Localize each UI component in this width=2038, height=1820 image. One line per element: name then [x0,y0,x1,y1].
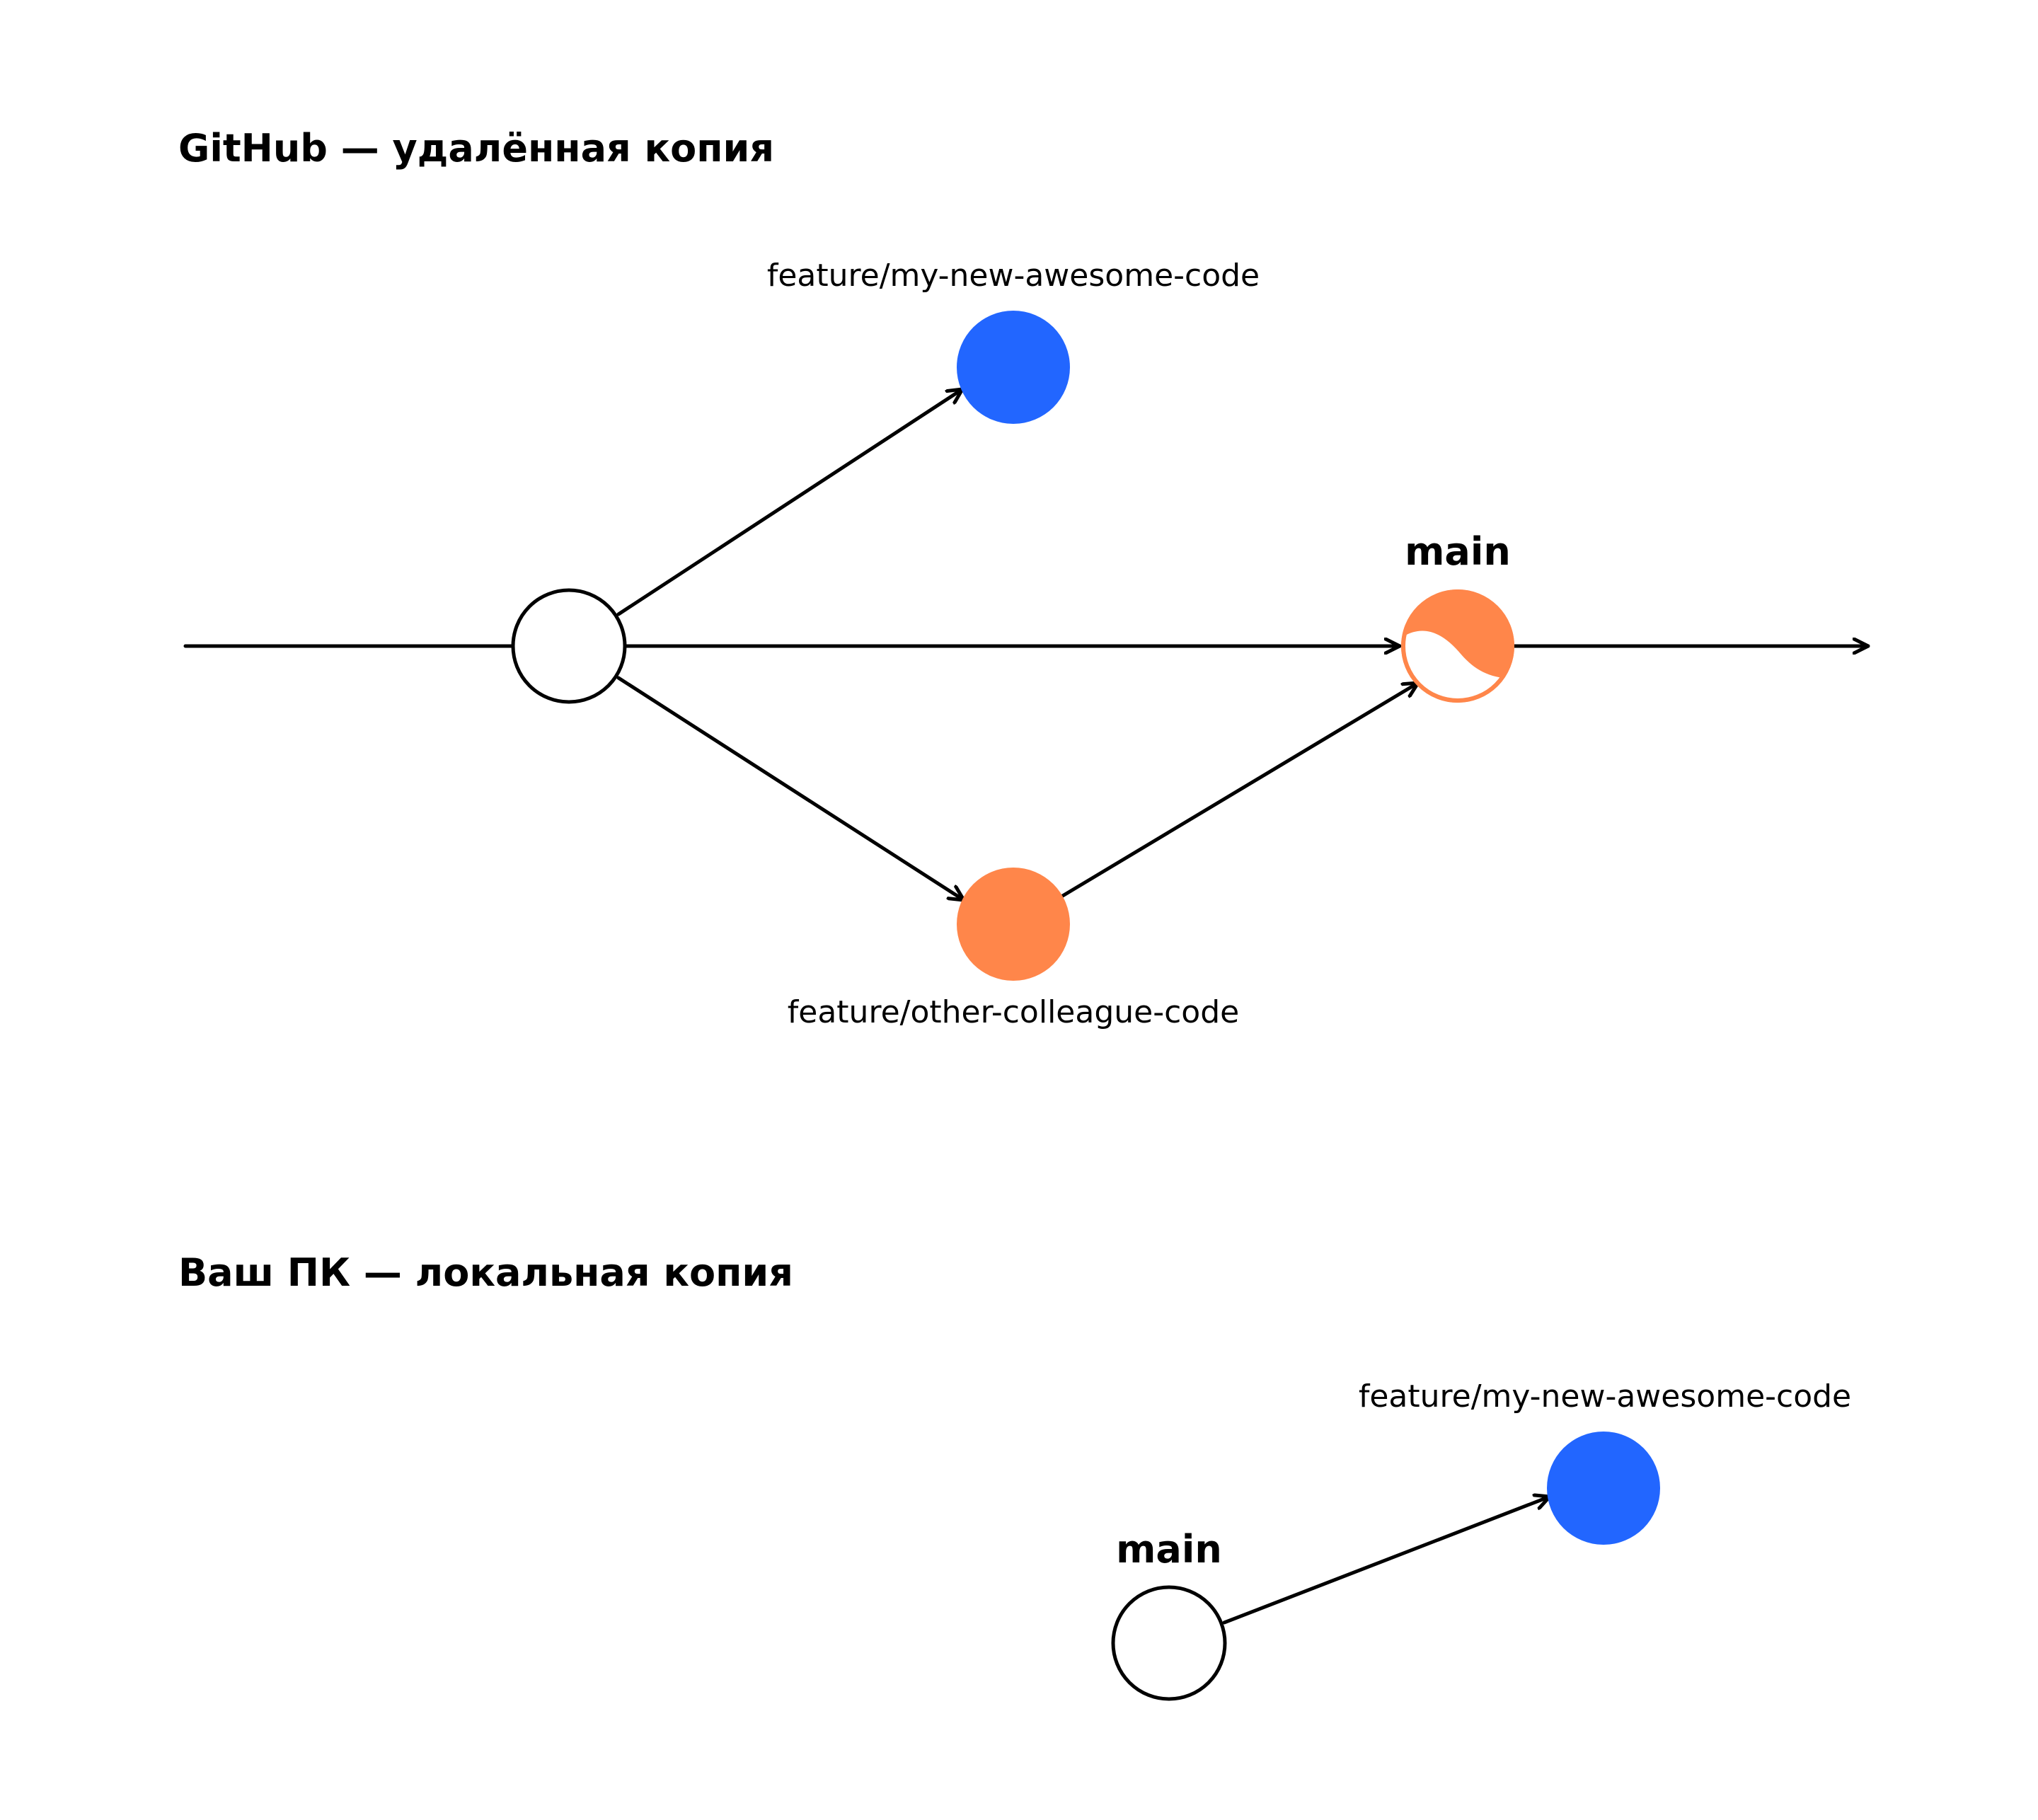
remote-section-title: GitHub — удалённая копия [178,126,774,171]
edge-local-main-to-feature [1222,1497,1552,1625]
base-commit [511,588,627,704]
edge-colleague-to-merge [1059,681,1420,899]
local-main-label: main [1116,1527,1222,1572]
edge-base-to-colleague-feature [616,676,966,902]
merge-commit [1401,589,1514,703]
edge-base-to-my-feature [616,387,965,616]
colleague-feature-branch-label: feature/other-colleague-code [788,994,1239,1030]
local-feature-branch-label: feature/my-new-awesome-code [1359,1378,1851,1415]
merge-commit-ring [1401,589,1514,703]
colleague-feature-commit [957,868,1070,981]
local-section-title: Ваш ПК — локальная копия [178,1250,793,1295]
remote-main-label: main [1405,529,1511,574]
local-feature-commit [1547,1432,1660,1545]
my-feature-branch-label: feature/my-new-awesome-code [767,258,1260,294]
my-feature-commit [957,311,1070,424]
local-main-commit [1111,1585,1227,1701]
